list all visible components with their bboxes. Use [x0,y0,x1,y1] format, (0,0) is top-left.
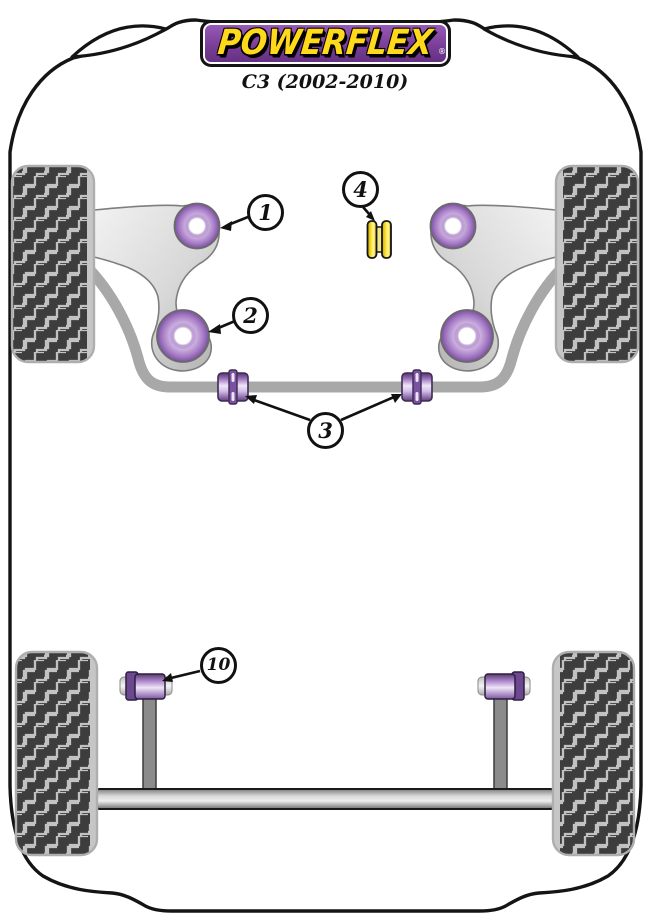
front-anti-roll-bar [80,260,570,393]
callout-arrows [162,206,402,682]
callout-3-anti-roll-bar-bush[interactable]: 3 [307,412,344,449]
front-control-arm-left [93,202,221,372]
bushing-10-rear-beam-left [119,671,173,701]
rear-trailing-arm-left [142,689,157,795]
bushing-2-front-arm-rear [156,309,210,363]
car-body-outline [8,18,643,913]
powerflex-logo: POWERFLEX ® [200,20,451,67]
bushing-1-front-arm-front [173,202,221,250]
powerflex-logo-text: POWERFLEX [216,22,435,64]
headlight-right-icon [482,24,580,59]
headlight-left-icon [70,24,168,59]
model-title: C3 (2002-2010) [241,71,409,93]
callout-4-steering-rack-bush[interactable]: 4 [342,171,379,208]
rear-trailing-arm-right [493,689,508,795]
tire-front-left [10,164,96,364]
bushing-4-steering-rack [366,220,392,259]
tire-rear-right [551,650,636,857]
tire-front-right [554,164,640,364]
bushing-10-rear-beam-right [477,671,531,701]
front-control-arm-right [429,202,557,372]
tire-rear-left [14,650,99,857]
bushing-3-arb-left [217,369,249,405]
callout-1-front-arm-front-bush[interactable]: 1 [247,194,284,231]
registered-trademark-icon: ® [438,47,446,56]
callout-10-rear-beam-bush[interactable]: 10 [200,647,237,684]
rear-beam-axle [96,788,554,810]
callout-2-front-arm-rear-bush[interactable]: 2 [232,297,269,334]
bushing-3-arb-right [401,369,433,405]
